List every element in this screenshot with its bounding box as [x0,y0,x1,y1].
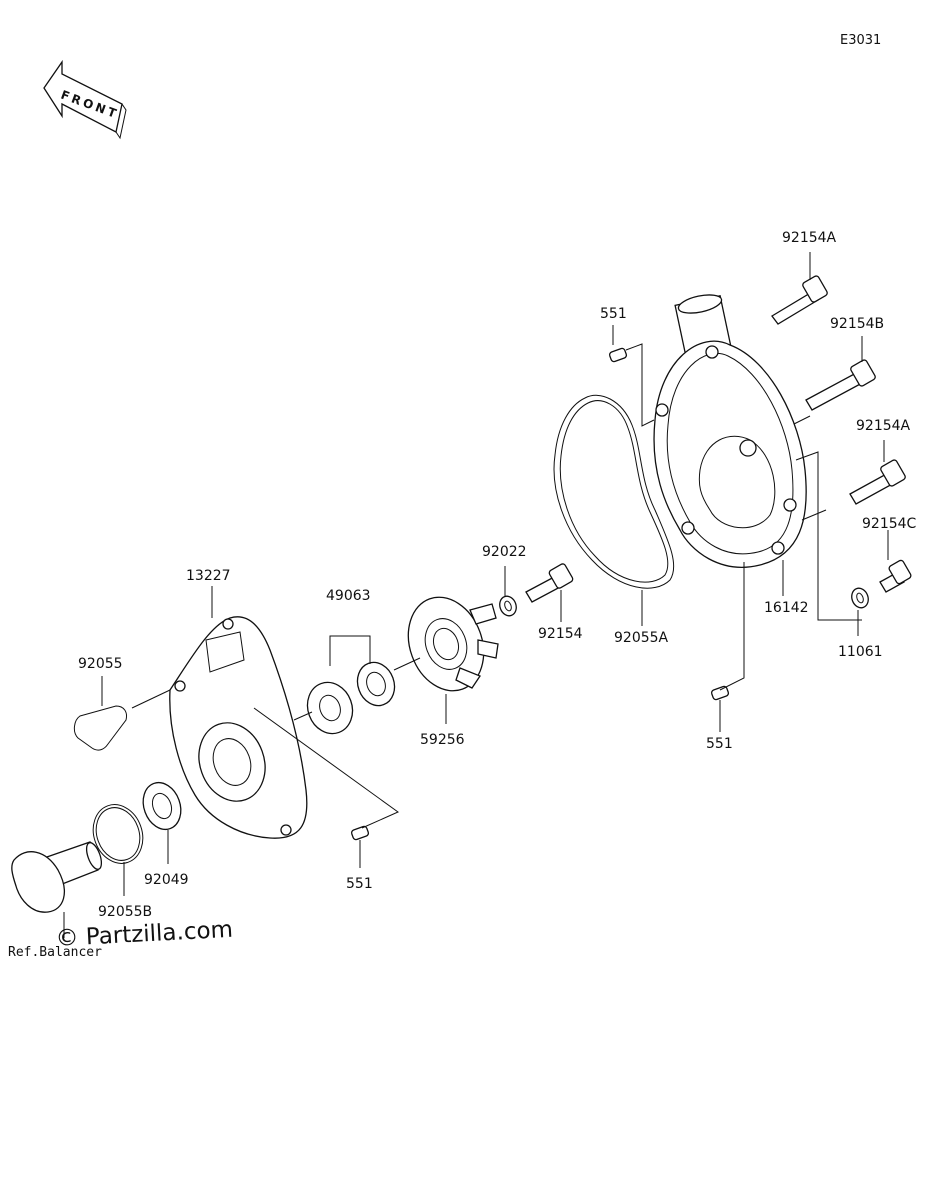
oil-seal-92049 [142,781,182,831]
pump-body-13227 [169,616,308,839]
callout-92022: 92022 [482,544,527,560]
washer-11061 [851,587,869,609]
callout-92055A: 92055A [614,630,669,646]
callout-49063: 49063 [326,588,371,604]
balancer-shaft [11,841,103,913]
callout-13227: 13227 [186,568,231,584]
gasket-92055A [553,394,675,589]
callout-92055: 92055 [78,656,123,672]
mechanical-seal-49063 [306,661,396,735]
gasket-92055 [73,705,127,751]
callout-92154: 92154 [538,626,583,642]
callout-92154A-top: 92154A [782,230,837,246]
bolt-92154A-mid [849,459,906,505]
o-ring-92055B [92,804,144,864]
callout-11061: 11061 [838,644,883,660]
callout-551-top: 551 [600,306,627,322]
dowel-pin-551-right [710,685,730,701]
dowel-pin-551-bottom [350,825,370,841]
callout-16142: 16142 [764,600,809,616]
bolt-92154 [525,563,574,603]
watermark: © Partzilla.com [55,917,234,952]
leader-lines [63,252,889,938]
front-arrow-icon: FRONT [43,59,127,140]
callout-551-bottom: 551 [346,876,373,892]
bolt-92154B [805,359,876,411]
callout-59256: 59256 [420,732,465,748]
callout-551-right: 551 [706,736,733,752]
callout-92049: 92049 [144,872,189,888]
reference-note: Ref.Balancer [8,945,102,960]
diagram-code: E3031 [840,33,881,48]
dowel-pin-551-top [608,347,628,363]
impeller-59256 [407,596,499,692]
callout-92055B: 92055B [98,904,152,920]
callout-92154A-mid: 92154A [856,418,911,434]
callout-92154C: 92154C [862,516,917,532]
washer-92022 [499,595,517,617]
callout-92154B: 92154B [830,316,884,332]
bolt-92154A-top [771,275,828,325]
pump-cover-16142 [653,294,807,568]
bolt-92154C [879,559,912,593]
